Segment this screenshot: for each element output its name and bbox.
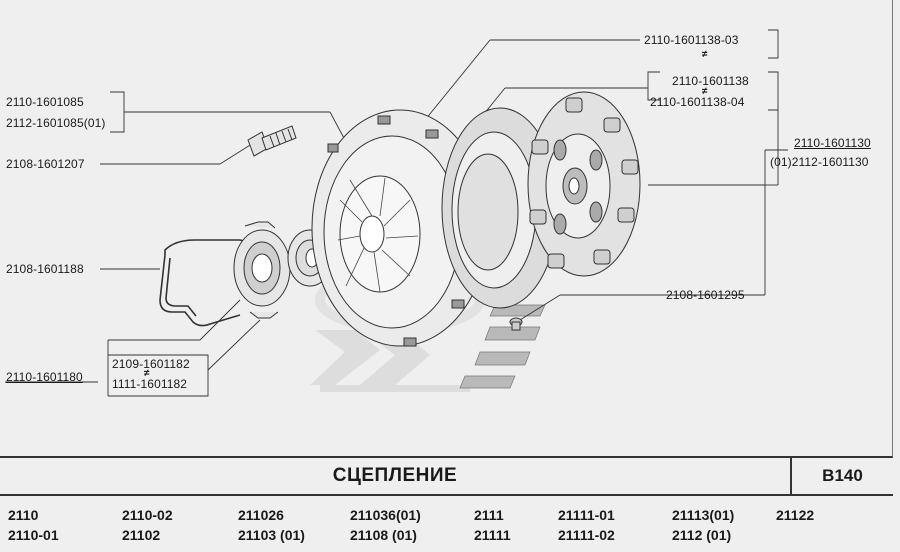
bolt-part (247, 125, 297, 157)
not-equal-mark: ≠ (702, 86, 708, 97)
model-code: 21111-02 (558, 527, 615, 543)
model-code: 211026 (238, 507, 284, 523)
part-number-label: 2108-1601207 (6, 157, 85, 171)
sheet-reference: B140 (822, 466, 863, 485)
clutch-exploded-drawing (5, 29, 788, 397)
divider (790, 458, 792, 494)
model-code: 21113(01) (672, 507, 735, 523)
leader-lines (5, 29, 788, 397)
part-number-label: 2110-1601138 (672, 74, 749, 88)
model-code: 2110-01 (8, 527, 59, 543)
part-number-label: 2108-1601188 (6, 262, 84, 276)
friction-ring-part (441, 107, 559, 309)
driven-disc-part (527, 91, 641, 277)
model-code: 21108 (01) (350, 527, 417, 543)
model-applicability-table: 2110 2110-02 211026 211036(01) 2111 2111… (0, 498, 893, 552)
model-code: 2110-02 (122, 507, 173, 523)
model-code: 21111-01 (558, 507, 615, 523)
screw-part (509, 317, 523, 331)
model-code: 21122 (776, 507, 815, 523)
part-number-label: 2109-1601182 (112, 357, 190, 371)
model-code: 21102 (122, 527, 161, 543)
part-number-label: 1111-1601182 (112, 377, 188, 391)
model-code: 21103 (01) (238, 527, 305, 543)
part-number-label: 2110-1601130 (794, 136, 871, 150)
part-number-label: (01)2112-1601130 (770, 155, 869, 169)
part-number-label: 2110-1601180 (6, 370, 83, 384)
model-code: 211036(01) (350, 507, 421, 523)
model-code: 21111 (474, 527, 511, 543)
not-equal-mark: ≠ (144, 368, 150, 379)
model-code: 2111 (474, 507, 504, 523)
model-code: 2112 (01) (672, 527, 732, 543)
page-title: СЦЕПЛЕНИЕ (332, 465, 458, 486)
part-number-label: 2110-1601085 (6, 95, 84, 109)
part-number-label: 2108-1601295 (666, 288, 745, 302)
part-number-label: 2112-1601085(01) (6, 116, 106, 130)
diagram-frame (0, 0, 893, 458)
pressure-plate-part (311, 109, 489, 347)
part-number-label: 2110-1601138-04 (650, 95, 745, 109)
part-number-label: 2110-1601138-03 (644, 33, 739, 47)
not-equal-mark: ≠ (702, 49, 708, 60)
title-bar: СЦЕПЛЕНИЕ B140 (0, 458, 893, 496)
watermark-stripes (459, 304, 546, 389)
model-code: 2110 (8, 507, 39, 523)
